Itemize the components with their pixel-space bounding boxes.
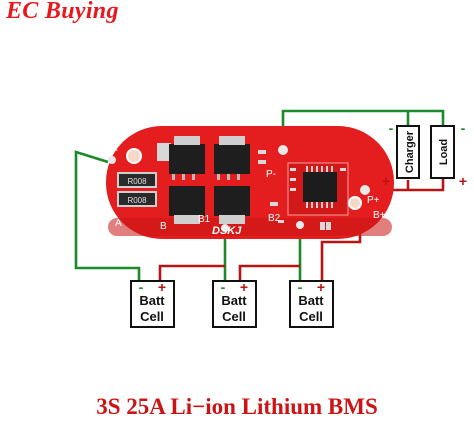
wire-cell1-pos-to-b1 bbox=[158, 264, 225, 281]
mosfet-4 bbox=[214, 186, 250, 224]
cell-1-line2: Cell bbox=[140, 309, 164, 324]
cell-3-line1: Batt bbox=[298, 293, 324, 308]
pad-p-minus bbox=[278, 145, 288, 155]
charger-plus-sign: + bbox=[382, 173, 390, 189]
label-b2: B2 bbox=[268, 213, 281, 224]
battery-cell-1: - + Batt Cell bbox=[130, 279, 175, 328]
pad-b1 bbox=[221, 224, 229, 232]
pad-left-terminal bbox=[157, 143, 171, 161]
load-minus-sign: - bbox=[461, 120, 466, 136]
cell-1-line1: Batt bbox=[139, 293, 165, 308]
resistor-2-label: R008 bbox=[127, 196, 147, 205]
pad-p-plus bbox=[360, 185, 370, 195]
cell-1-plus: + bbox=[158, 279, 166, 295]
load-plus-sign: + bbox=[459, 173, 467, 189]
cell-2-line1: Batt bbox=[221, 293, 247, 308]
cell-3-minus: - bbox=[298, 279, 303, 295]
cell-2-minus: - bbox=[221, 279, 226, 295]
bms-ic bbox=[303, 172, 337, 202]
label-b-plus: B+ bbox=[373, 210, 386, 221]
mosfet-3 bbox=[169, 186, 205, 224]
mount-hole-right bbox=[348, 196, 362, 210]
cell-3-line2: Cell bbox=[299, 309, 323, 324]
pcb-edge-shade bbox=[108, 218, 392, 236]
silkscreen-logo: DSKJ bbox=[212, 225, 242, 237]
label-b-minus: B- bbox=[108, 145, 118, 156]
cell-2-line2: Cell bbox=[222, 309, 246, 324]
charger-minus-sign: - bbox=[389, 120, 394, 136]
label-a: A bbox=[115, 218, 122, 229]
cell-3-plus: + bbox=[317, 279, 325, 295]
label-b1: B1 bbox=[198, 214, 211, 225]
resistor-2 bbox=[117, 191, 157, 207]
mount-hole-left bbox=[126, 148, 142, 164]
load-label: Load bbox=[438, 139, 450, 165]
resistor-1-label: R008 bbox=[127, 177, 147, 186]
bms-board: R008 R008 bbox=[106, 126, 394, 239]
battery-cell-2: - + Batt Cell bbox=[212, 279, 257, 328]
label-p-minus: P- bbox=[266, 169, 276, 180]
wire-bminus-to-cell1 bbox=[74, 150, 141, 281]
battery-cell-3: - + Batt Cell bbox=[289, 279, 334, 328]
mosfet-2 bbox=[214, 136, 250, 180]
pad-b2 bbox=[296, 221, 304, 229]
ic-pins bbox=[306, 166, 333, 208]
label-p-plus: P+ bbox=[367, 195, 380, 206]
cell-1-minus: - bbox=[139, 279, 144, 295]
pad-bminus bbox=[108, 156, 116, 164]
mosfet-1 bbox=[169, 136, 205, 180]
small-smd-parts bbox=[258, 150, 346, 230]
cell-2-plus: + bbox=[240, 279, 248, 295]
load-module: Load - + bbox=[430, 120, 467, 189]
product-caption: 3S 25A Li−ion Lithium BMS bbox=[96, 394, 378, 419]
resistor-1 bbox=[117, 172, 157, 188]
charger-label: Charger bbox=[404, 130, 416, 173]
wire-cell2-pos-to-b2 bbox=[238, 264, 300, 281]
brand-logo: EC Buying bbox=[6, 0, 119, 24]
charger-module: Charger - + bbox=[382, 120, 420, 189]
label-b: B bbox=[160, 221, 167, 232]
